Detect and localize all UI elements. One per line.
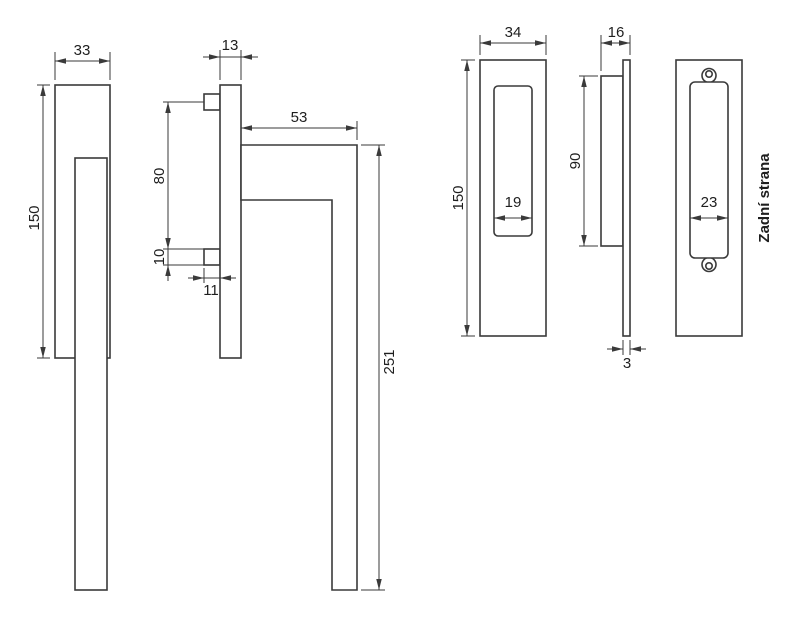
plate-side-base bbox=[622, 59, 631, 337]
dim-plate-side-width: 16 bbox=[600, 24, 631, 71]
mount-pin-bottom bbox=[203, 248, 221, 266]
handle-lever-side bbox=[240, 144, 358, 591]
screw-hole-top bbox=[704, 70, 713, 79]
dim-label-front-plate-height: 150 bbox=[26, 205, 43, 230]
dim-label-plate-front-width: 34 bbox=[505, 24, 522, 41]
dim-pin-width: 11 bbox=[188, 268, 236, 299]
dim-label-raised-height: 90 bbox=[567, 153, 584, 170]
dim-pin-height: 10 bbox=[151, 249, 204, 281]
dim-plate-thickness: 3 bbox=[607, 340, 646, 372]
dim-label-pin-width: 11 bbox=[203, 282, 219, 299]
dim-label-plate-side-width: 16 bbox=[608, 24, 625, 41]
plate-back-insert bbox=[689, 81, 729, 259]
dim-pin-spacing: 80 bbox=[151, 101, 204, 250]
plate-front-recess bbox=[493, 85, 533, 237]
view-front-handle: 33 150 bbox=[26, 42, 111, 591]
view-plate-side: 16 90 3 bbox=[567, 24, 646, 372]
mount-pin-top bbox=[203, 93, 221, 111]
dim-plate-front-width: 34 bbox=[479, 24, 547, 55]
dim-recess-width: 19 bbox=[494, 194, 533, 221]
back-side-label: Zadní strana bbox=[756, 153, 773, 243]
dim-front-width: 33 bbox=[54, 42, 111, 80]
screw-hole-bottom bbox=[704, 261, 713, 270]
dim-label-pin-height: 10 bbox=[151, 249, 168, 266]
dim-label-recess-width: 19 bbox=[505, 194, 522, 211]
dim-side-plate-width: 13 bbox=[203, 37, 258, 80]
dim-label-front-width: 33 bbox=[74, 42, 91, 59]
dim-raised-height: 90 bbox=[567, 75, 598, 247]
dim-insert-width: 23 bbox=[689, 194, 729, 221]
dim-label-insert-width: 23 bbox=[701, 194, 718, 211]
view-plate-back: 23 Zadní strana bbox=[675, 59, 773, 337]
dim-label-plate-front-height: 150 bbox=[450, 185, 467, 210]
dim-plate-front-height: 150 bbox=[450, 59, 475, 337]
handle-plate-side bbox=[219, 84, 242, 359]
view-side-handle: 13 80 10 11 53 bbox=[151, 37, 398, 591]
dim-handle-height: 251 bbox=[361, 144, 398, 591]
dim-front-plate-height: 150 bbox=[26, 84, 50, 359]
dim-neck-length: 53 bbox=[240, 109, 358, 140]
dim-label-plate-thickness: 3 bbox=[623, 355, 631, 372]
dim-label-pin-spacing: 80 bbox=[151, 168, 168, 185]
dim-label-handle-height: 251 bbox=[381, 349, 398, 374]
plate-side-raised-part bbox=[600, 75, 624, 247]
dim-label-neck-length: 53 bbox=[291, 109, 308, 126]
view-plate-front: 34 150 19 bbox=[450, 24, 547, 337]
handle-grip-front bbox=[74, 157, 108, 591]
dim-label-side-plate-width: 13 bbox=[222, 37, 239, 54]
